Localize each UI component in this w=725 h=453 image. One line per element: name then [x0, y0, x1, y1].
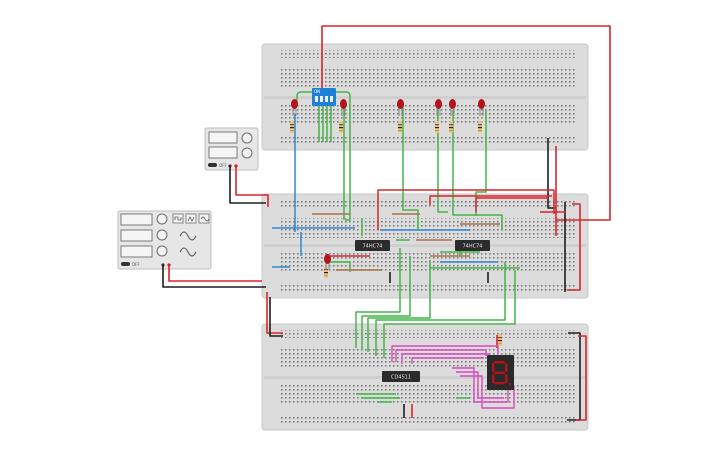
red-signal-wires [330, 189, 566, 257]
power-switch[interactable] [208, 163, 217, 167]
led-1 [291, 99, 298, 116]
chip-2-label: 74HC74 [463, 244, 483, 250]
dip-switch-label: ON [314, 89, 320, 94]
resistors [290, 121, 502, 346]
chip-74hc74-1[interactable]: 74HC74 [355, 240, 390, 251]
led-5 [449, 99, 456, 116]
led-3 [397, 99, 404, 116]
resistor-2 [339, 121, 343, 133]
function-generator[interactable]: OFF [117, 210, 212, 270]
dip-switch[interactable]: ON [312, 88, 336, 106]
chip-1-label: 74HC74 [363, 244, 383, 250]
chip-cd4511[interactable]: CD4511 [382, 371, 420, 382]
led-2 [340, 99, 347, 116]
square-wave-icon [174, 216, 182, 221]
leds[interactable] [291, 99, 485, 270]
chip-3-label: CD4511 [391, 375, 411, 381]
resistor-5 [449, 121, 453, 133]
led-6 [478, 99, 485, 116]
breadboard-top [261, 43, 589, 151]
breadboard-bottom [261, 323, 589, 431]
magenta-wires [391, 345, 515, 409]
triangle-wave-icon [187, 216, 195, 222]
sine-preview-icon [179, 231, 197, 241]
resistor-6 [478, 121, 482, 133]
fg-switch-label: OFF [132, 262, 140, 267]
power-wires [162, 25, 611, 421]
resistor-3 [398, 121, 402, 133]
blue-wires [272, 114, 498, 268]
seven-segment-display[interactable] [487, 355, 514, 390]
led-4 [435, 99, 442, 116]
resistor-1 [290, 121, 294, 133]
chip-74hc74-2[interactable]: 74HC74 [455, 240, 490, 251]
fg-switch[interactable] [121, 262, 130, 266]
sine-preview-icon-2 [179, 247, 197, 257]
resistor-8 [498, 334, 502, 346]
resistor-4 [435, 121, 439, 133]
sine-wave-icon [200, 216, 210, 222]
led-7 [324, 254, 331, 270]
power-supply[interactable]: OFF [204, 127, 259, 171]
power-switch-label: OFF [219, 163, 227, 168]
breadboard-middle [261, 193, 589, 299]
brown-wires [312, 213, 500, 271]
